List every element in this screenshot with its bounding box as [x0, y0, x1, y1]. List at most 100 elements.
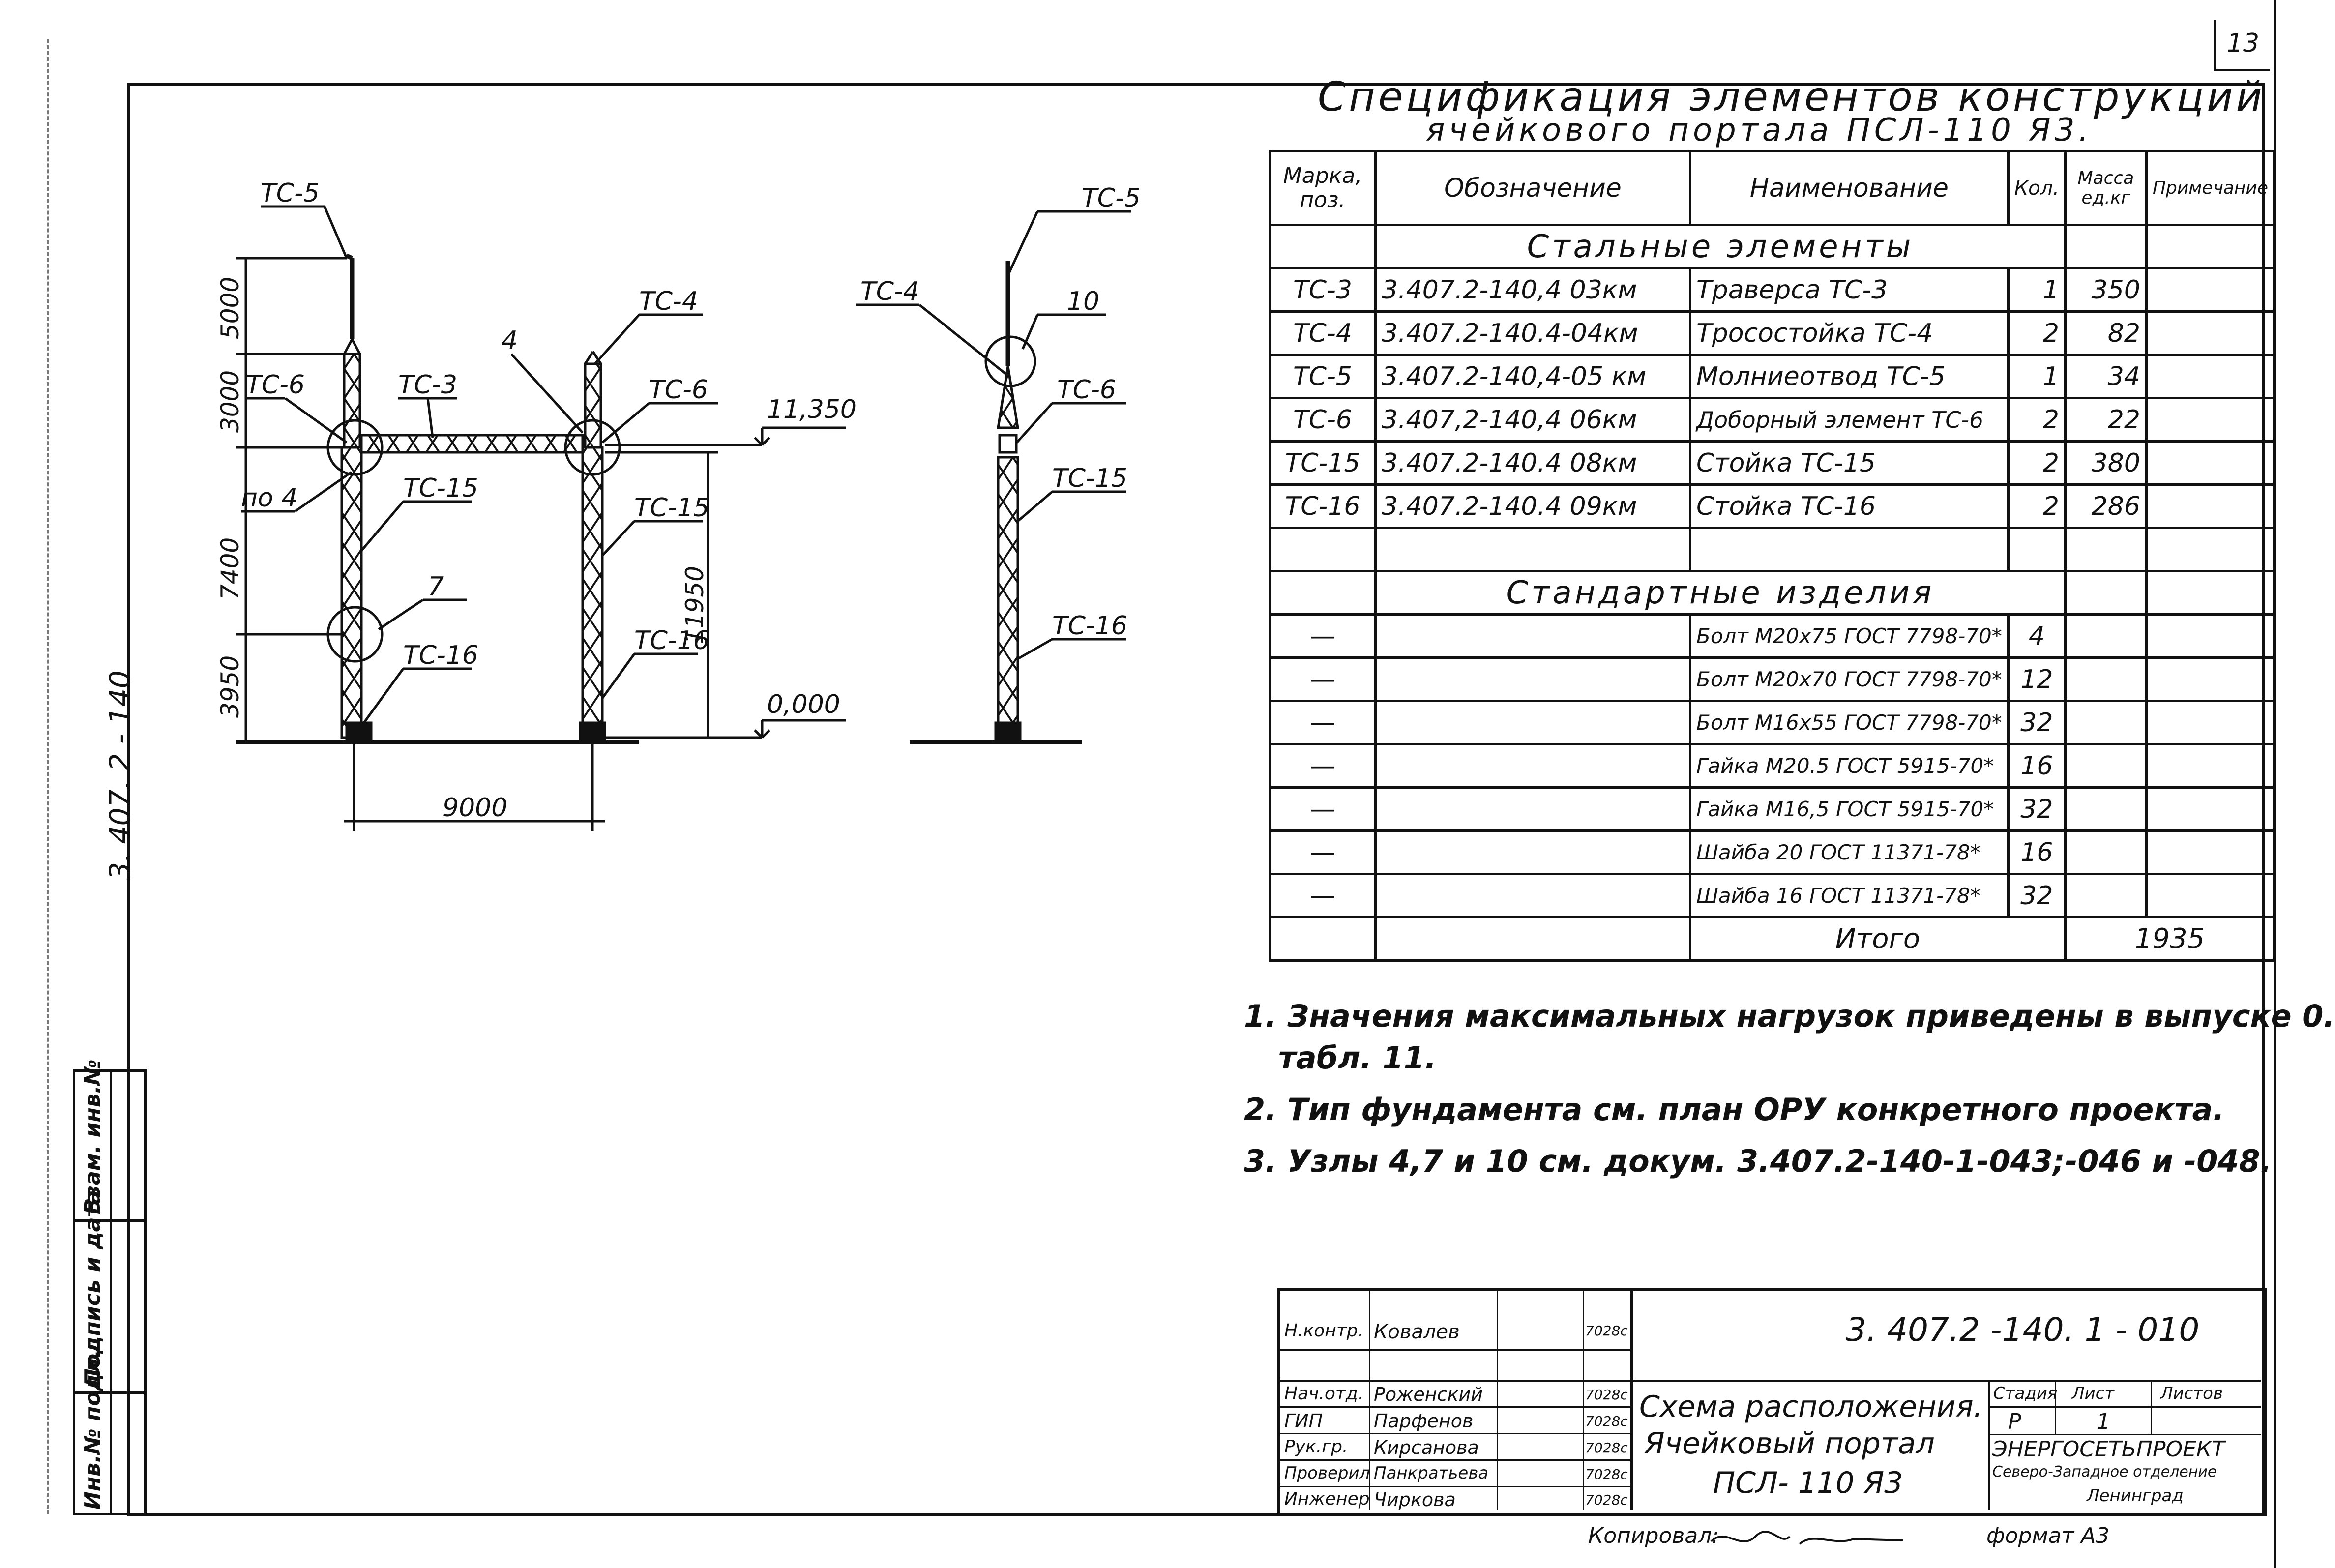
role-nkontr: Н.контр. [1284, 1321, 1364, 1341]
row-mass: 82 [2064, 310, 2148, 356]
label-tc3: ТС-3 [398, 370, 457, 400]
name-engineer: Чиркова [1374, 1489, 1456, 1510]
row-mass: 34 [2064, 354, 2148, 399]
name-proveril: Панкратьева [1374, 1463, 1489, 1483]
copier-signature [1710, 1531, 1903, 1545]
header-note: Примечание [2145, 150, 2276, 226]
sheet-number-box: 13 [2214, 20, 2270, 71]
role-gip: ГИП [1284, 1410, 1323, 1432]
row-name: Тросостойка ТС-4 [1689, 310, 2010, 356]
portal-scheme-drawing: ТС-5 ТС-6 ТС-3 4 ТС-4 ТС-6 по 4 ТС-15 ТС… [216, 178, 1141, 831]
name-gip: Парфенов [1374, 1410, 1474, 1432]
row-qty: 2 [2007, 310, 2067, 356]
row-mark: — [1269, 700, 1377, 745]
side-label-tc6: ТС-6 [1057, 375, 1116, 405]
sheet-number: 13 [2226, 29, 2260, 58]
row-name: Стойка ТС-16 [1689, 483, 2010, 529]
spec-section-std: Стандартные изделия [1269, 570, 2276, 616]
table-row-empty [1269, 527, 2276, 572]
table-row: ТС-3 3.407.2-140,4 03км Траверса ТС-3 1 … [1269, 267, 2276, 313]
row-mass: 380 [2064, 440, 2148, 486]
header-code: Обозначение [1374, 150, 1691, 226]
note-1: 1. Значения максимальных нагрузок привед… [1244, 998, 2335, 1034]
row-mass: 286 [2064, 483, 2148, 529]
row-mark: — [1269, 786, 1377, 832]
side-label-10: 10 [1067, 287, 1099, 316]
row-mark: ТС-15 [1269, 440, 1377, 486]
row-qty: 2 [2007, 397, 2067, 443]
row-qty: 2 [2007, 440, 2067, 486]
left-dashed-edge [47, 39, 49, 1514]
row-mark: ТС-5 [1269, 354, 1377, 399]
row-mark: — [1269, 743, 1377, 789]
row-mark: ТС-6 [1269, 397, 1377, 443]
label-tc16-left: ТС-16 [403, 641, 478, 670]
dim-3000: 3000 [216, 370, 244, 433]
drawing-title-line3: ПСЛ- 110 Я3 [1713, 1466, 1903, 1500]
label-node-7: 7 [428, 572, 444, 601]
table-row: ТС-6 3.407,2-140,4 06км Доборный элемент… [1269, 397, 2276, 443]
stamp-replace-inv: Взам. инв.№ [80, 1059, 105, 1214]
level-zero: 0,000 [767, 690, 840, 719]
table-row: ТС-15 3.407.2-140.4 08км Стойка ТС-15 2 … [1269, 440, 2276, 486]
spec-title-line2: ячейкового портала ПСЛ-110 Я3. [1426, 112, 2093, 148]
name-nachotd: Роженский [1374, 1384, 1483, 1405]
row-name: Траверса ТС-3 [1689, 267, 2010, 313]
row-qty: 1 [2007, 267, 2067, 313]
level-top: 11,350 [767, 395, 857, 424]
dim-3950: 3950 [216, 655, 244, 718]
date-rukgr: 7028с [1585, 1440, 1628, 1456]
spec-title-line1: Спецификация элементов конструкций [1318, 74, 2265, 120]
row-name: Гайка М20.5 ГОСТ 5915-70* [1689, 743, 2010, 789]
label-node-4: 4 [502, 326, 518, 355]
row-mark: — [1269, 873, 1377, 918]
sheet-head: Лист [2072, 1384, 2115, 1403]
table-row: — Болт М20х70 ГОСТ 7798-70* 12 [1269, 656, 2276, 702]
role-engineer: Инженер [1284, 1489, 1370, 1509]
row-name: Стойка ТС-15 [1689, 440, 2010, 486]
copied-label: Копировал: [1588, 1523, 1719, 1548]
label-tc16-right: ТС-16 [634, 626, 709, 655]
row-name: Болт М20х70 ГОСТ 7798-70* [1689, 656, 2010, 702]
role-nachotd: Нач.отд. [1284, 1384, 1364, 1404]
label-tc6-left: ТС-6 [246, 370, 305, 400]
dim-7400: 7400 [216, 537, 244, 600]
table-row: ТС-16 3.407.2-140.4 09км Стойка ТС-16 2 … [1269, 483, 2276, 529]
stage-head: Стадия [1993, 1384, 2058, 1403]
stage-value: Р [2008, 1409, 2021, 1434]
label-tc6-right: ТС-6 [649, 375, 708, 405]
note-1-cont: табл. 11. [1278, 1040, 1437, 1076]
label-po4: по 4 [241, 483, 297, 513]
date-gip: 7028с [1585, 1413, 1628, 1429]
org-branch: Северо-Западное отделение [1992, 1463, 2217, 1480]
table-row: — Шайба 20 ГОСТ 11371-78* 16 [1269, 829, 2276, 875]
row-name: Болт М20х75 ГОСТ 7798-70* [1689, 613, 2010, 659]
row-qty: 32 [2007, 873, 2067, 918]
row-qty: 1 [2007, 354, 2067, 399]
dim-11950: 11950 [680, 566, 709, 644]
date-nachotd: 7028с [1585, 1387, 1628, 1403]
doc-code: 3. 407.2 -140. 1 - 010 [1846, 1311, 2200, 1349]
table-row: — Гайка М16,5 ГОСТ 5915-70* 32 [1269, 786, 2276, 832]
row-mark: — [1269, 829, 1377, 875]
row-qty: 16 [2007, 829, 2067, 875]
row-mark: ТС-16 [1269, 483, 1377, 529]
row-qty: 16 [2007, 743, 2067, 789]
row-qty: 32 [2007, 700, 2067, 745]
row-code: 3.407.2-140,4 03км [1374, 267, 1691, 313]
side-label-tc5: ТС-5 [1082, 183, 1141, 213]
table-row: — Болт М16х55 ГОСТ 7798-70* 32 [1269, 700, 2276, 745]
name-nkontr: Ковалев [1374, 1321, 1460, 1343]
table-row: — Болт М20х75 ГОСТ 7798-70* 4 [1269, 613, 2276, 659]
note-3: 3. Узлы 4,7 и 10 см. докум. 3.407.2-140-… [1244, 1143, 2272, 1179]
sheet-value: 1 [2097, 1409, 2110, 1434]
side-label-tc16: ТС-16 [1052, 611, 1127, 641]
label-tc4: ТС-4 [639, 287, 698, 316]
format-label: формат А3 [1986, 1523, 2110, 1548]
side-label-tc15: ТС-15 [1052, 464, 1127, 493]
dim-5000: 5000 [216, 277, 244, 339]
row-code: 3.407,2-140,4 06км [1374, 397, 1691, 443]
note-2: 2. Тип фундамента см. план ОРУ конкретно… [1244, 1092, 2224, 1127]
role-proveril: Проверил [1284, 1463, 1370, 1483]
row-code: 3.407.2-140,4-05 км [1374, 354, 1691, 399]
